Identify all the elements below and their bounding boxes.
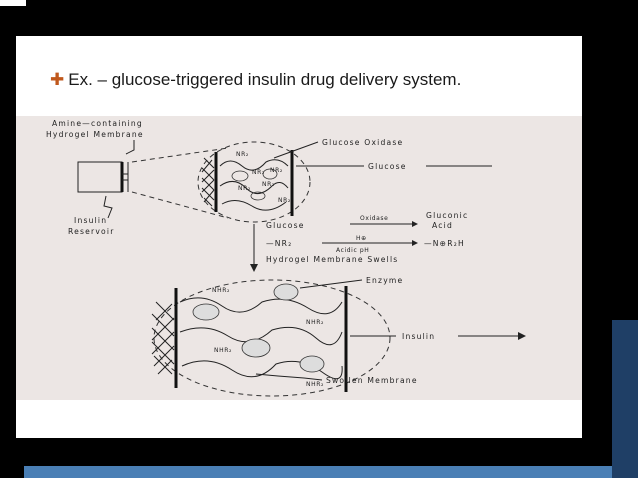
enzyme-blob bbox=[299, 355, 325, 373]
label-reservoir-line1: Insulin bbox=[74, 216, 107, 225]
label-gluconic: Gluconic bbox=[426, 211, 468, 220]
label-nhr2: NHR₂ bbox=[306, 381, 324, 388]
label-glucose: Glucose bbox=[368, 162, 407, 171]
enzyme-blob bbox=[262, 168, 278, 180]
insulin-reservoir-box bbox=[77, 161, 123, 193]
membrane-pointer bbox=[125, 140, 135, 155]
polymer-chain bbox=[221, 200, 287, 211]
label-reaction-enzyme: Oxidase bbox=[360, 215, 388, 222]
polymer-chain bbox=[219, 159, 289, 171]
label-reservoir-line2: Reservoir bbox=[68, 227, 115, 236]
bottom-accent-strip bbox=[24, 466, 614, 478]
label-nr2: NR₂ bbox=[262, 181, 275, 188]
label-glucose-oxidase: Glucose Oxidase bbox=[322, 138, 403, 147]
swollen-pointer bbox=[255, 373, 323, 381]
label-protonation-left: —NR₂ bbox=[266, 239, 292, 248]
label-nhr2: NHR₂ bbox=[214, 347, 232, 354]
enzyme-blob bbox=[250, 191, 266, 201]
oxidase-pointer bbox=[273, 141, 319, 159]
label-protonation-under: Acidic pH bbox=[336, 247, 369, 254]
polymer-chain bbox=[179, 297, 343, 315]
corner-mark bbox=[0, 0, 26, 6]
label-membrane-line2: Hydrogel Membrane bbox=[46, 130, 144, 139]
polymer-chain bbox=[181, 360, 343, 380]
crosshatch-wall-bottom bbox=[151, 301, 175, 375]
label-acid: Acid bbox=[432, 221, 453, 230]
label-nr2: NR₂ bbox=[236, 151, 249, 158]
bullet-text: Ex. – glucose-triggered insulin drug del… bbox=[68, 70, 462, 89]
bullet-line: ✚Ex. – glucose-triggered insulin drug de… bbox=[50, 70, 461, 90]
label-protonation-right: —N⊕R₂H bbox=[424, 239, 465, 248]
label-reaction-glucose: Glucose bbox=[266, 221, 305, 230]
label-nr2: NR₂ bbox=[252, 169, 265, 176]
magnified-membrane-ellipse bbox=[197, 141, 311, 223]
enzyme-blob bbox=[192, 303, 220, 321]
enzyme-blob bbox=[231, 170, 249, 182]
right-accent-strip bbox=[612, 320, 638, 478]
enzyme-blob bbox=[273, 283, 299, 301]
crosshatch-wall-top bbox=[201, 157, 215, 207]
label-swollen-membrane: Swollen Membrane bbox=[326, 376, 418, 385]
label-enzyme: Enzyme bbox=[366, 276, 403, 285]
label-protonation-over: H⊕ bbox=[356, 235, 367, 242]
enzyme-blob bbox=[241, 338, 271, 358]
label-membrane-swells: Hydrogel Membrane Swells bbox=[266, 255, 398, 264]
reaction-arrow-head bbox=[412, 221, 418, 227]
diagram-svg: Amine—containing Hydrogel Membrane Insul… bbox=[46, 119, 526, 397]
label-insulin: Insulin bbox=[402, 332, 435, 341]
label-nr2: NR₂ bbox=[278, 197, 291, 204]
label-nhr2: NHR₂ bbox=[306, 319, 324, 326]
label-membrane-line1: Amine—containing bbox=[52, 119, 143, 128]
reservoir-pointer bbox=[103, 195, 113, 219]
label-nr2: NR₂ bbox=[270, 167, 283, 174]
magnify-line-bottom bbox=[131, 191, 229, 219]
polymer-chain bbox=[179, 326, 343, 346]
label-nr2: NR₂ bbox=[238, 185, 251, 192]
slide: ✚Ex. – glucose-triggered insulin drug de… bbox=[16, 36, 582, 438]
insulin-arrow-head bbox=[518, 332, 526, 340]
polymer-chain bbox=[219, 181, 289, 194]
label-nhr2: NHR₂ bbox=[212, 287, 230, 294]
down-arrow-head bbox=[250, 264, 258, 272]
swollen-membrane-ellipse bbox=[153, 279, 391, 397]
enzyme-pointer bbox=[299, 279, 363, 289]
bullet-arrow-icon: ✚ bbox=[50, 70, 65, 89]
protonation-arrow-head bbox=[412, 240, 418, 246]
diagram-photo: Amine—containing Hydrogel Membrane Insul… bbox=[16, 116, 582, 400]
magnify-line-top bbox=[131, 147, 229, 163]
